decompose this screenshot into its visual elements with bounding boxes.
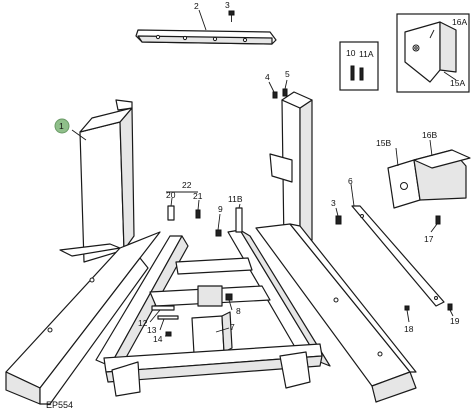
callout-7: 7 xyxy=(230,322,235,332)
highlight-marker-1 xyxy=(54,118,70,134)
callout-5: 5 xyxy=(285,69,290,79)
part-6-diagonal-bar xyxy=(351,205,445,307)
callout-22: 22 xyxy=(182,180,192,190)
part-1-left-upright xyxy=(79,99,135,263)
callout-labels: 1 2 3 4 5 10 11A 16A 15A 15B 16B 6 22 20… xyxy=(46,0,467,410)
callout-20: 20 xyxy=(166,190,176,200)
part-13-pin xyxy=(157,315,179,320)
callout-11b: 11B xyxy=(228,194,243,204)
callout-17: 17 xyxy=(424,234,434,244)
part-18-nut xyxy=(404,305,410,311)
part-3-bolt-right xyxy=(335,215,342,225)
callout-10: 10 xyxy=(346,48,356,58)
callout-13: 13 xyxy=(147,325,157,335)
hardware-pieces xyxy=(151,88,453,337)
part-11b-pin xyxy=(235,207,243,233)
callout-14: 14 xyxy=(153,334,163,344)
callout-1: 1 xyxy=(59,121,64,131)
part-3-bolt-top xyxy=(228,10,235,22)
part-21-bolt xyxy=(195,209,201,219)
left-main-rail xyxy=(5,231,161,405)
callout-16a: 16A xyxy=(452,17,467,27)
front-feet xyxy=(111,351,311,397)
callout-2: 2 xyxy=(194,1,199,11)
figure-code: EP554 xyxy=(46,400,73,410)
callout-19: 19 xyxy=(450,316,460,326)
callout-16b: 16B xyxy=(422,130,437,140)
callout-12: 12 xyxy=(138,318,148,328)
part-12-pin xyxy=(151,305,175,311)
callout-15a: 15A xyxy=(450,78,465,88)
center-cross-frame xyxy=(103,257,323,383)
right-upright xyxy=(269,91,313,251)
callout-9: 9 xyxy=(218,204,223,214)
callout-3-right: 3 xyxy=(331,198,336,208)
part-9-bolt xyxy=(215,229,222,237)
callout-4: 4 xyxy=(265,72,270,82)
part-17-bolt xyxy=(435,215,441,225)
part-2-top-bar xyxy=(135,29,277,45)
leader-lines xyxy=(71,9,457,337)
part-8-nut xyxy=(225,293,233,301)
callout-21: 21 xyxy=(193,191,203,201)
part-5-bolt xyxy=(282,88,288,97)
inset-box-16a-15a xyxy=(396,13,470,93)
part-4-bolt xyxy=(272,91,278,99)
part-14-nut xyxy=(165,331,172,337)
part-20-pin xyxy=(167,205,175,221)
inset-box-10-11a xyxy=(339,41,379,91)
part-15b-16b-bracket xyxy=(387,149,471,209)
callout-11a: 11A xyxy=(359,49,374,59)
part-19-bolt xyxy=(447,303,453,311)
callout-3-top: 3 xyxy=(225,0,230,10)
callout-8: 8 xyxy=(236,306,241,316)
callout-6: 6 xyxy=(348,176,353,186)
callout-18: 18 xyxy=(404,324,414,334)
right-main-rail xyxy=(255,223,417,403)
callout-15b: 15B xyxy=(376,138,391,148)
